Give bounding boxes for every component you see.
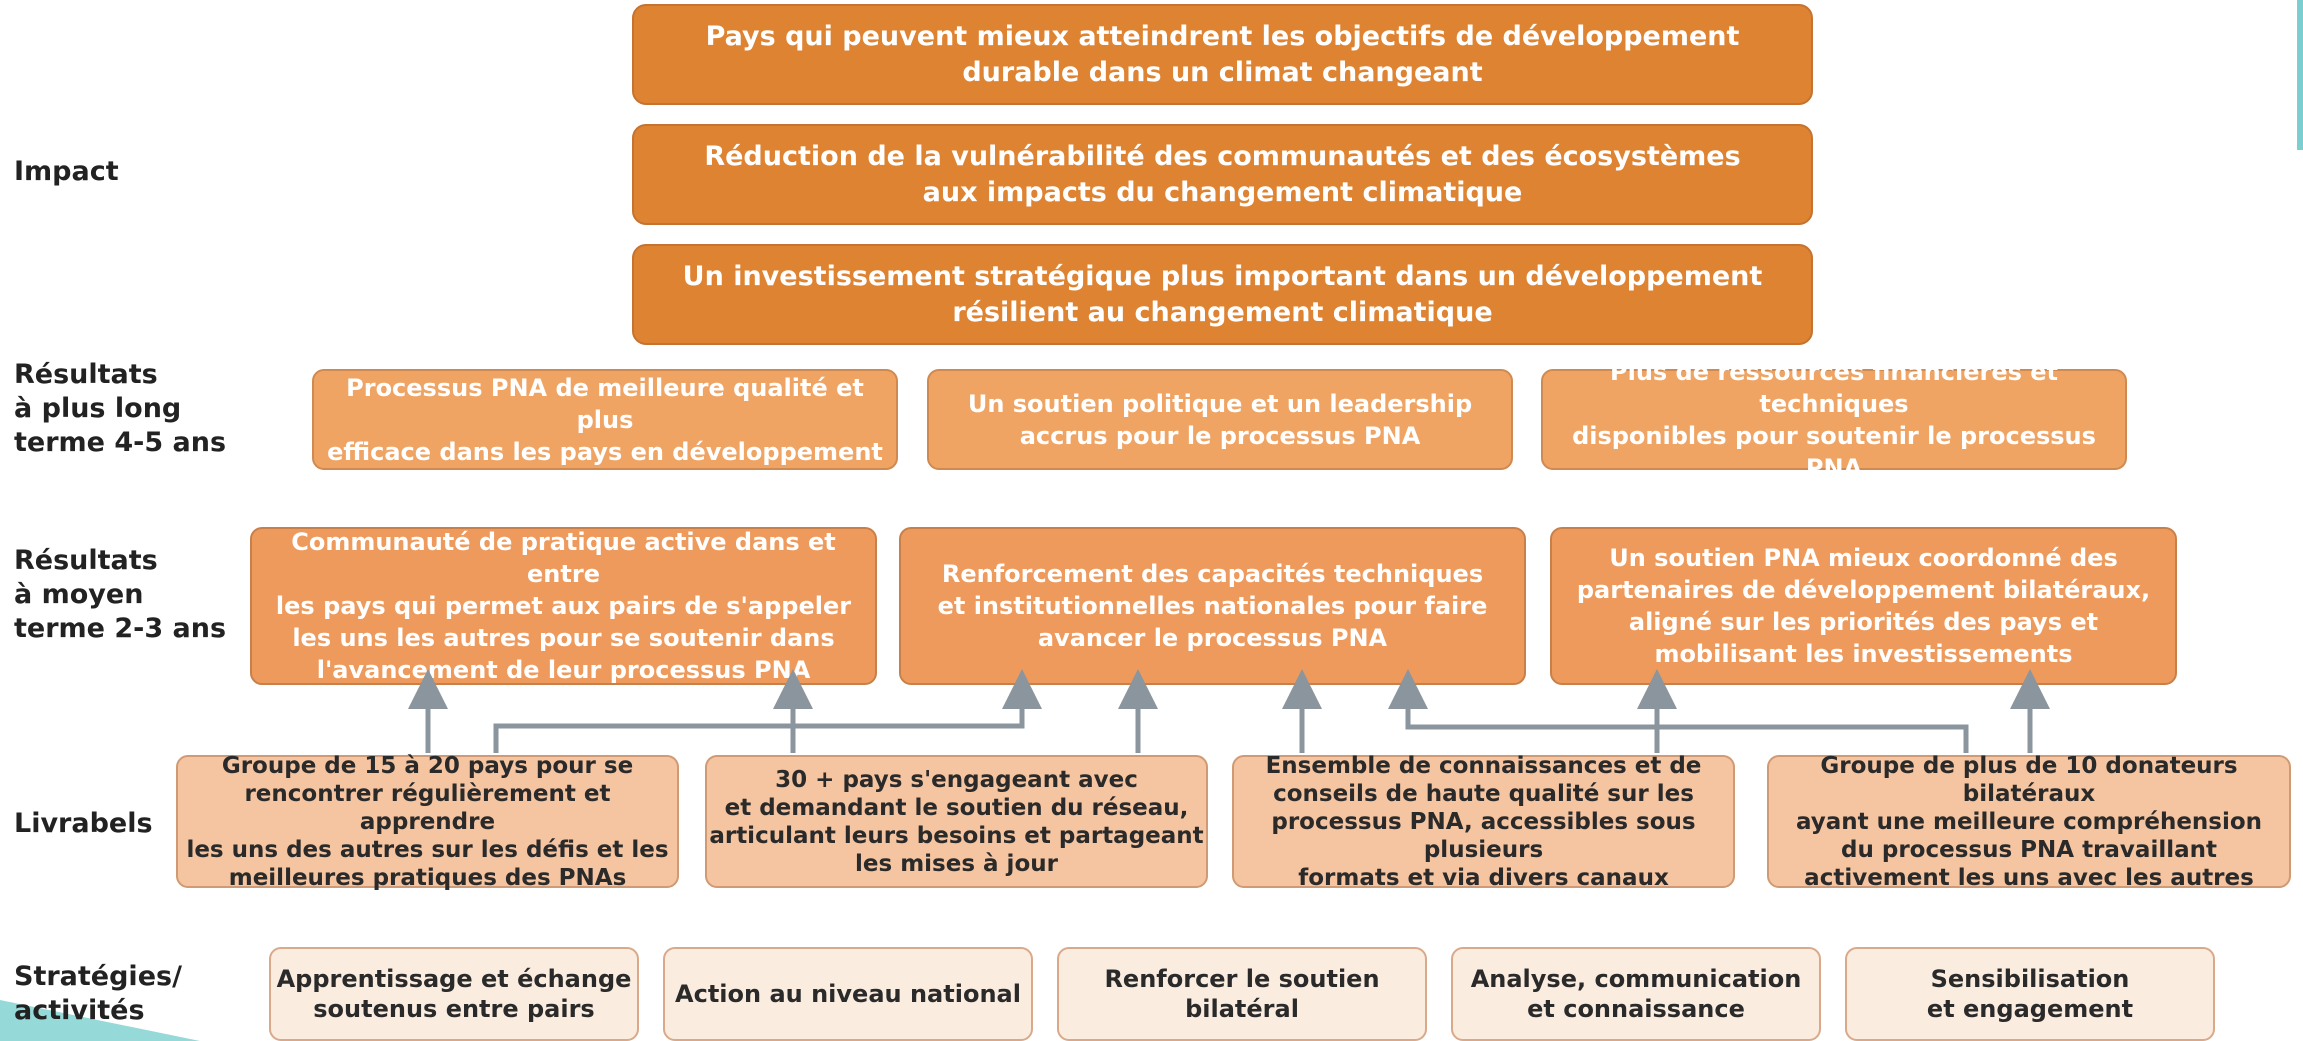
row-label-mid-term: Résultats à moyen terme 2-3 ans [14,545,227,644]
impact-box-sdg: Pays qui peuvent mieux atteindrent les o… [632,4,1813,105]
mid-term-box-community: Communauté de pratique active dans et en… [250,527,877,685]
strategy-box-awareness: Sensibilisation et engagement [1845,947,2215,1041]
impact-box-vulnerability: Réduction de la vulnérabilité des commun… [632,124,1813,225]
row-label-strategies: Stratégies/ activités [14,961,182,1026]
arrow-d4-to-capacity [1388,669,1969,753]
arrow-d1-to-capacity [493,669,1042,753]
strategy-box-national-action: Action au niveau national [663,947,1033,1041]
deliverable-box-donors: Groupe de plus de 10 donateurs bilatérau… [1767,753,2291,891]
row-label-deliverables: Livrabels [14,808,153,839]
deliverable-box-countries: 30 + pays s'engageant avec et demandant … [705,755,1208,888]
mid-term-box-capacity: Renforcement des capacités techniques et… [899,527,1526,685]
deliverable-box-knowledge: Ensemble de connaissances et de conseils… [1232,753,1735,891]
teal-edge-tab [2297,0,2303,150]
mid-term-box-bilateral: Un soutien PNA mieux coordonné des parte… [1550,527,2177,685]
strategy-box-peer-learning: Apprentissage et échange soutenus entre … [269,947,639,1041]
deliverable-box-peer-group: Groupe de 15 à 20 pays pour se rencontre… [176,753,679,891]
row-label-impact: Impact [14,156,119,187]
row-label-long-term: Résultats à plus long terme 4-5 ans [14,359,227,458]
impact-box-investment: Un investissement stratégique plus impor… [632,244,1813,345]
strategy-box-analysis: Analyse, communication et connaissance [1451,947,1821,1041]
long-term-box-leadership: Un soutien politique et un leadership ac… [927,369,1513,470]
teal-corner-shape [0,1000,200,1041]
strategy-box-bilateral-support: Renforcer le soutien bilatéral [1057,947,1427,1041]
long-term-box-quality: Processus PNA de meilleure qualité et pl… [312,369,898,470]
